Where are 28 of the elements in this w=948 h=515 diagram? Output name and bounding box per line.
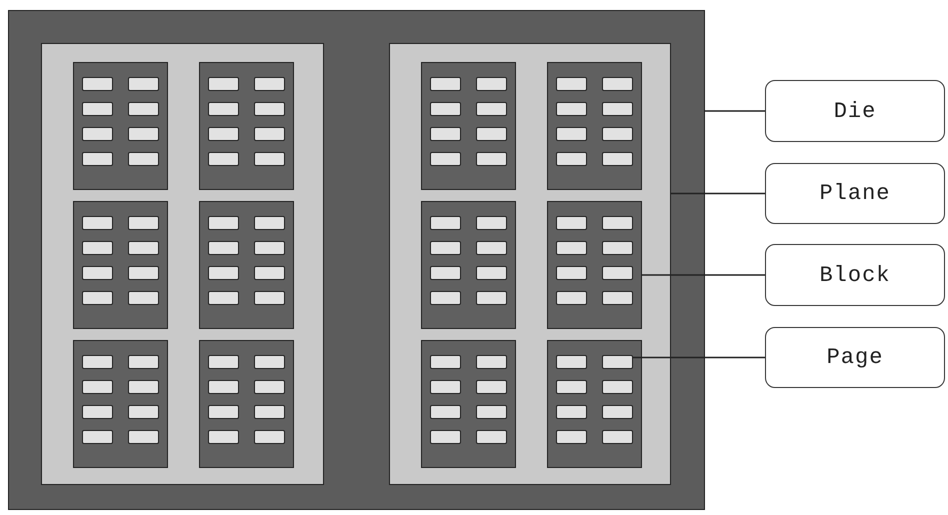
leader-line bbox=[705, 110, 765, 112]
block-panel bbox=[547, 340, 642, 468]
plane-panel bbox=[389, 43, 671, 485]
label-text: Page bbox=[826, 345, 884, 370]
label-box bbox=[765, 80, 945, 142]
die-region bbox=[8, 10, 705, 510]
block-panel bbox=[421, 62, 516, 190]
block-panel bbox=[73, 62, 168, 190]
label-box bbox=[765, 327, 945, 388]
leader-line bbox=[671, 192, 765, 194]
block-panel bbox=[199, 340, 294, 468]
label-box bbox=[765, 163, 945, 224]
block-panel bbox=[73, 340, 168, 468]
block-panel bbox=[73, 201, 168, 329]
block-panel bbox=[421, 201, 516, 329]
block-panel bbox=[199, 62, 294, 190]
label-text: Die bbox=[834, 98, 876, 124]
label-text: Block bbox=[819, 262, 890, 288]
block-panel bbox=[547, 201, 642, 329]
label-box bbox=[765, 244, 945, 306]
page-cell bbox=[602, 355, 633, 369]
block-panel bbox=[421, 340, 516, 468]
leader-line bbox=[642, 274, 765, 276]
label-text: Plane bbox=[819, 181, 890, 206]
block-panel bbox=[199, 201, 294, 329]
block-panel bbox=[547, 62, 642, 190]
plane-panel bbox=[41, 43, 324, 485]
leader-line bbox=[633, 356, 765, 358]
